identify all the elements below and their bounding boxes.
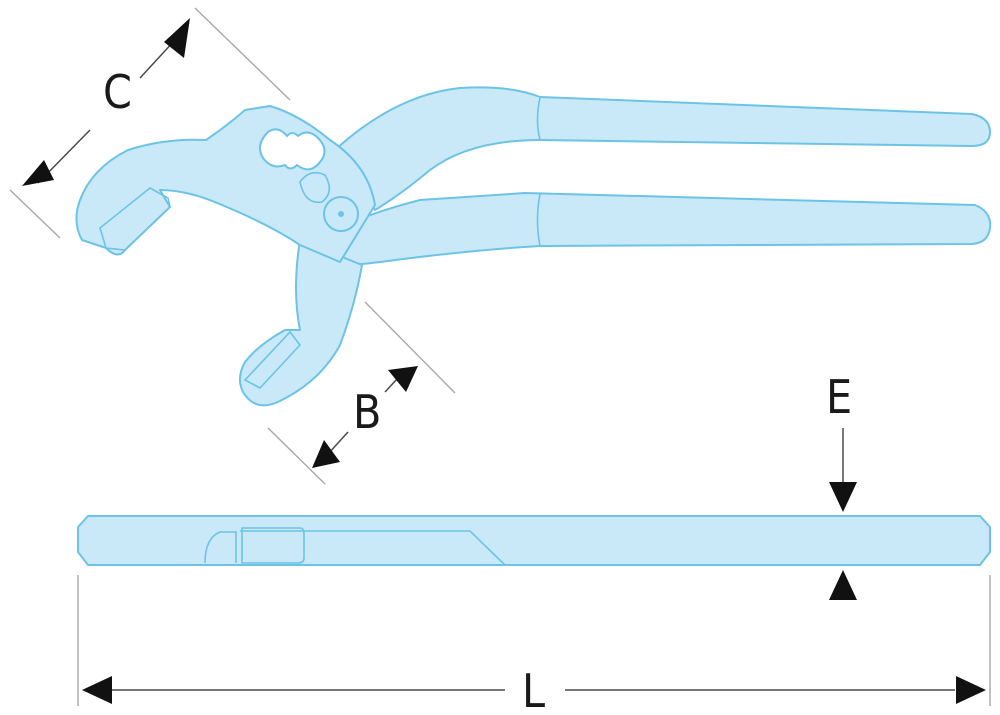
side-view-jaw-tip: [204, 531, 237, 564]
side-view-joint-box: [241, 527, 305, 564]
pliers-side-view: [77, 515, 991, 566]
dimension-e-arrow-upper: [829, 482, 857, 512]
dimension-b-arrow-upper: [388, 366, 418, 392]
dimension-c-arrow-upper: [164, 18, 190, 58]
dimension-e-label: E: [826, 370, 852, 424]
upper-jaw-insert: [99, 187, 171, 251]
adjustment-notch: [299, 171, 331, 204]
dimension-b-arrow-lower: [312, 440, 340, 468]
dimension-b: B: [267, 301, 456, 485]
dimension-e: E: [826, 370, 857, 600]
upper-jaw: [75, 105, 376, 263]
upper-handle-sleeve-line: [536, 97, 541, 141]
lower-jaw-insert: [243, 330, 302, 389]
dimension-c-line-upper: [139, 39, 176, 79]
pliers-top-view: [75, 86, 992, 407]
dimension-b-line-upper: [384, 377, 399, 393]
dimension-c-label: C: [103, 65, 132, 119]
dimension-b-extension-lower: [267, 427, 326, 485]
lower-jaw: [239, 239, 363, 407]
pivot-bolt-center: [338, 211, 344, 217]
dimension-l-label: L: [522, 664, 545, 715]
dimension-b-extension-upper: [364, 301, 456, 394]
dimension-c-extension-lower: [9, 189, 61, 239]
lower-handle-sleeve-line: [536, 193, 541, 247]
dimension-c-arrow-lower: [22, 160, 54, 186]
dimension-c: C: [9, 7, 291, 239]
side-view-body: [77, 515, 991, 566]
adjustment-slot: [258, 128, 326, 171]
dimension-l-arrow-left: [82, 676, 112, 704]
side-view-jaw-step: [240, 530, 506, 566]
lower-handle: [299, 192, 992, 266]
dimension-c-extension-upper: [194, 7, 291, 101]
dimension-l-arrow-right: [956, 676, 986, 704]
dimension-b-label: B: [353, 385, 381, 439]
upper-handle: [334, 86, 991, 211]
dimension-l: L: [77, 575, 991, 715]
dimension-e-arrow-lower: [829, 570, 857, 600]
